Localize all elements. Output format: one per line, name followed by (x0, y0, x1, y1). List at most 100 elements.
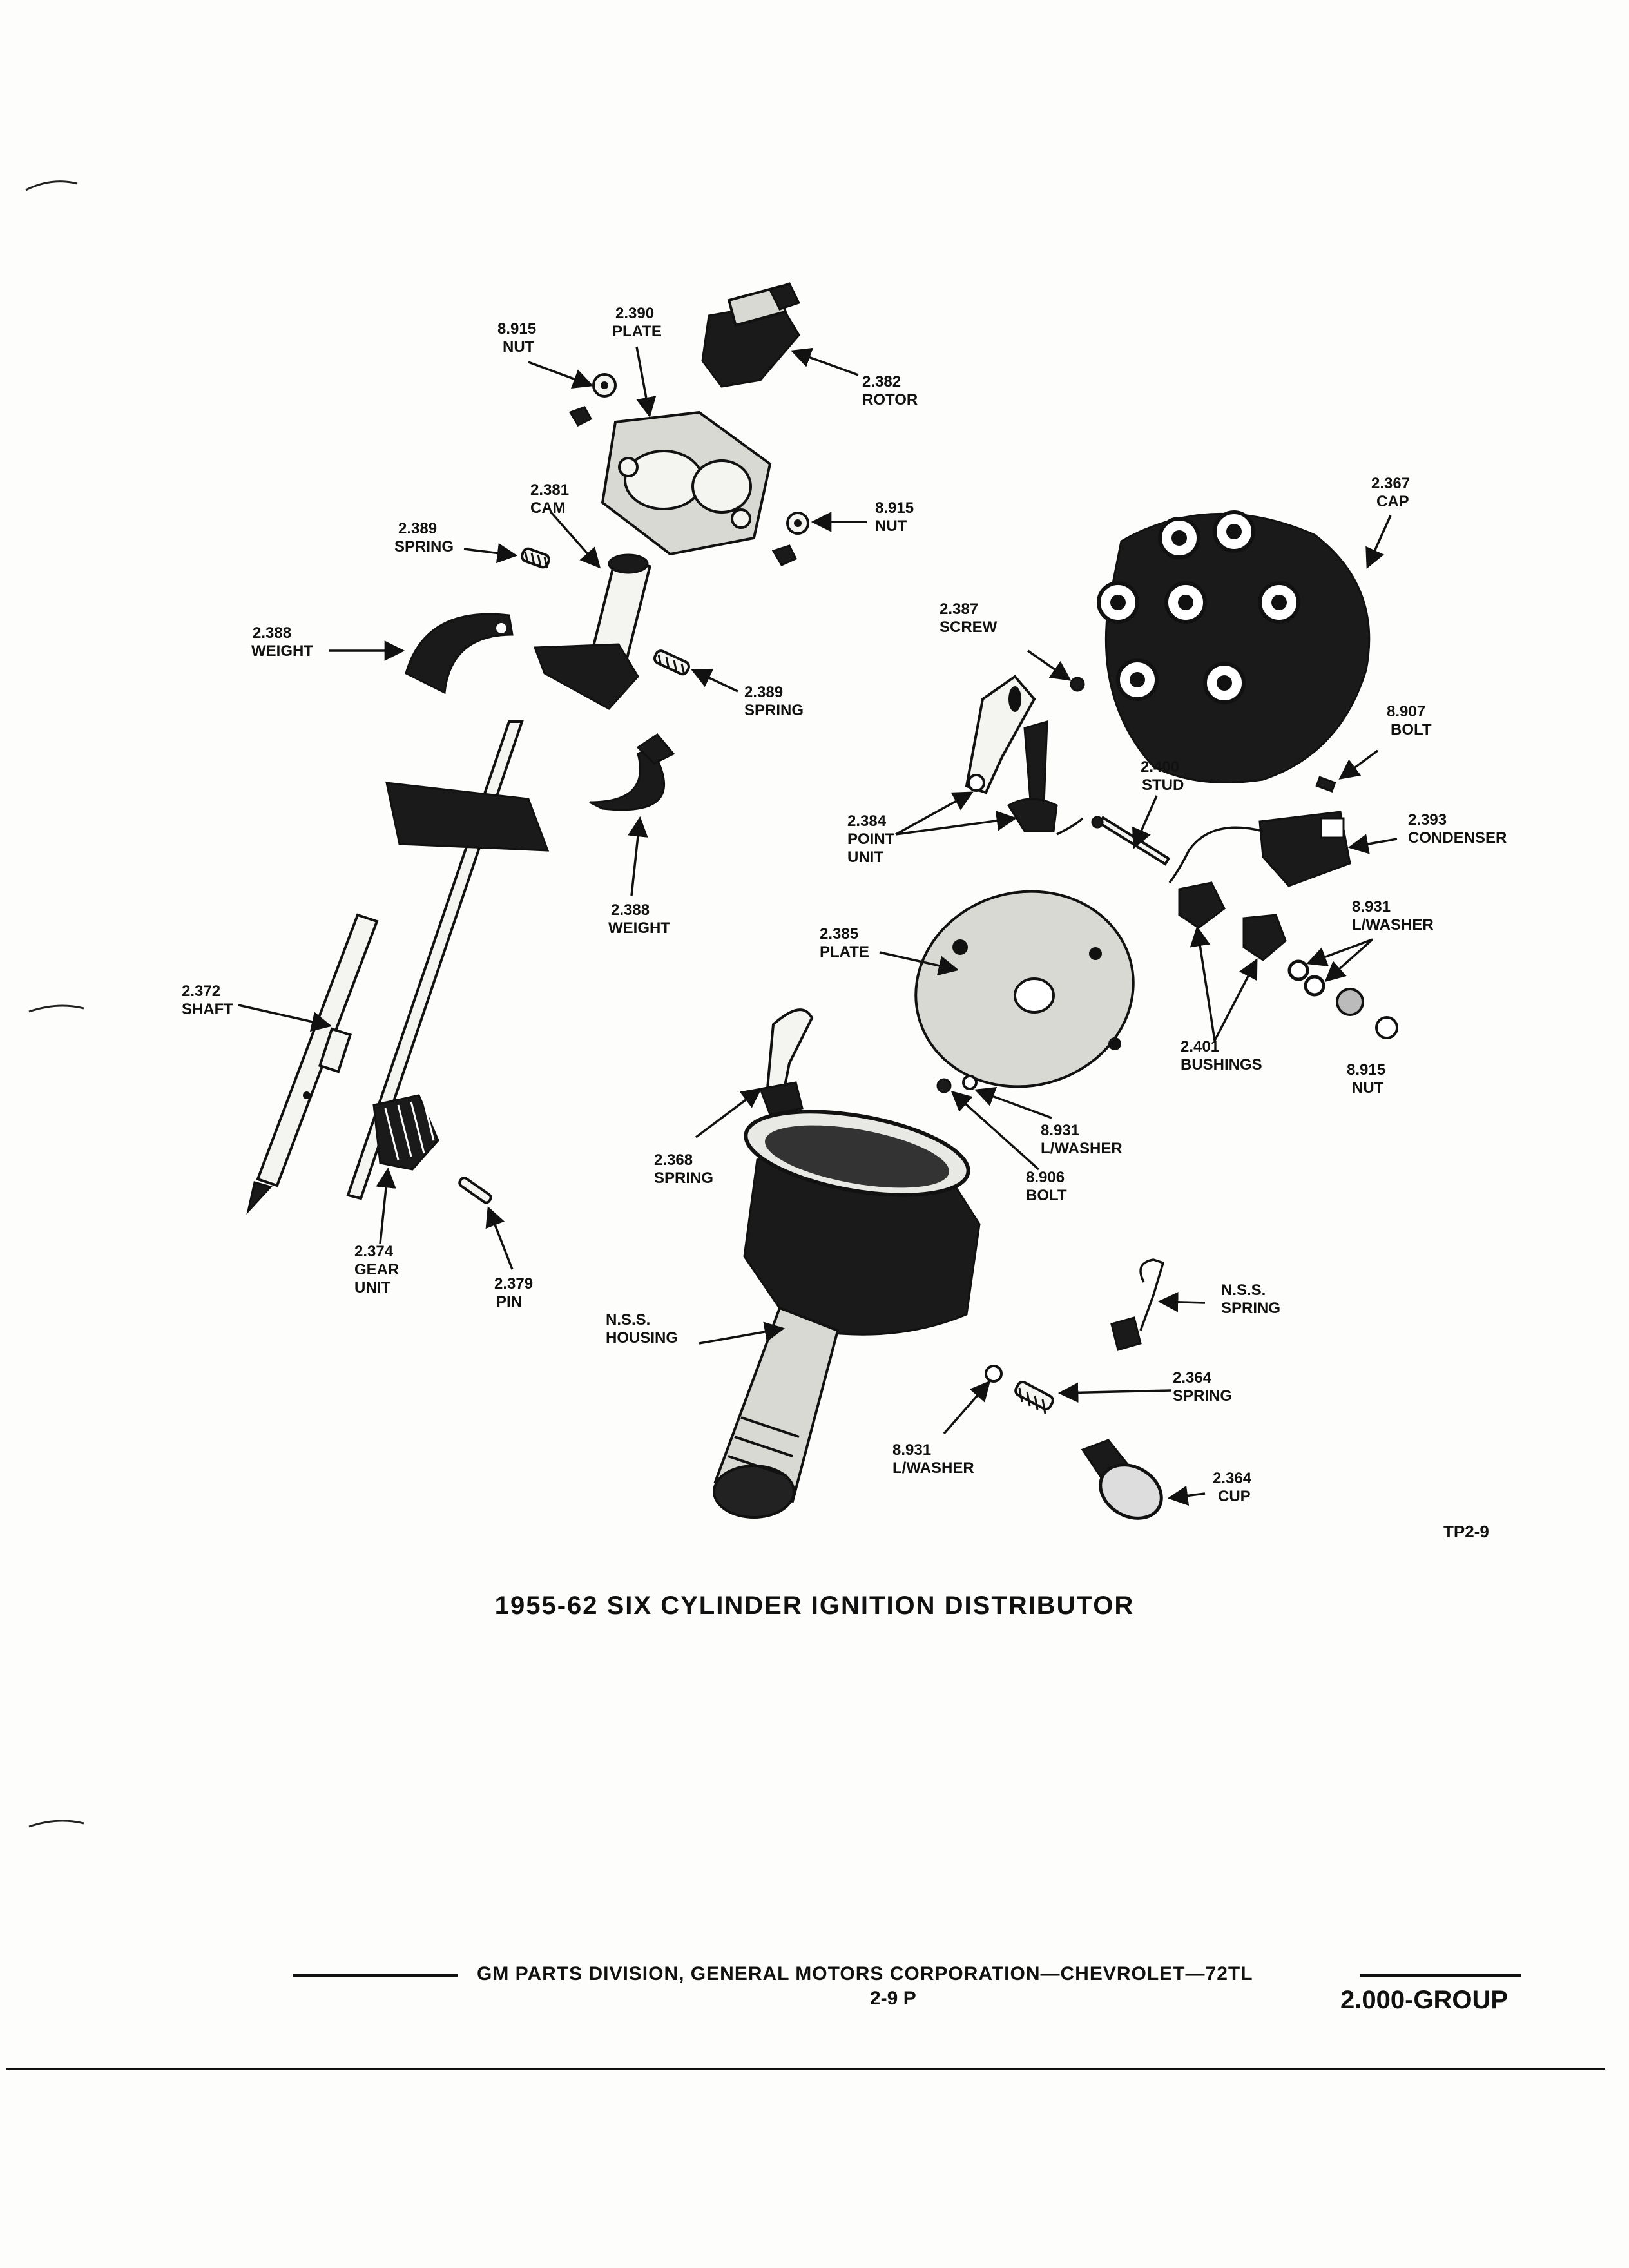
label-shaft: 2.372 SHAFT (182, 983, 233, 1018)
footer-division: GM PARTS DIVISION, GENERAL MOTORS CORPOR… (477, 1963, 1253, 1984)
svg-text:HOUSING: HOUSING (606, 1329, 678, 1347)
footer-rule-left (293, 1974, 458, 1977)
condenser-part (1168, 811, 1351, 887)
figure-title: 1955-62 SIX CYLINDER IGNITION DISTRIBUTO… (494, 1591, 1135, 1620)
svg-text:WEIGHT: WEIGHT (608, 919, 670, 937)
svg-text:BOLT: BOLT (1391, 721, 1432, 738)
label-washer-plate: 8.931 L/WASHER (1041, 1122, 1123, 1157)
label-cup: 2.364 CUP (1213, 1470, 1252, 1505)
label-point-unit: 2.384 POINT UNIT (847, 812, 895, 866)
svg-text:SPRING: SPRING (1221, 1300, 1280, 1317)
label-bushings: 2.401 BUSHINGS (1181, 1038, 1262, 1073)
svg-text:NUT: NUT (1352, 1079, 1384, 1097)
svg-text:SHAFT: SHAFT (182, 1001, 233, 1018)
svg-text:CUP: CUP (1218, 1488, 1251, 1505)
svg-text:2.364: 2.364 (1213, 1470, 1252, 1487)
label-nut-mid: 8.915 NUT (875, 499, 914, 535)
svg-text:L/WASHER: L/WASHER (1352, 916, 1434, 934)
svg-text:8.931: 8.931 (1352, 898, 1391, 916)
footer-group: 2.000-GROUP (1340, 1986, 1509, 2014)
svg-text:8.907: 8.907 (1387, 703, 1425, 720)
page-mark (28, 1820, 84, 1828)
gear-unit-part (372, 1094, 439, 1171)
svg-text:N.S.S.: N.S.S. (1221, 1282, 1266, 1299)
label-bolt-cond: 8.907 BOLT (1387, 703, 1432, 738)
svg-text:2.381: 2.381 (530, 481, 569, 499)
svg-text:SPRING: SPRING (744, 702, 804, 719)
svg-text:CAP: CAP (1376, 493, 1409, 510)
shaft-part (246, 720, 550, 1215)
svg-text:PLATE: PLATE (612, 323, 662, 340)
svg-text:8.915: 8.915 (1347, 1061, 1385, 1079)
svg-text:CAM: CAM (530, 499, 566, 517)
svg-text:BUSHINGS: BUSHINGS (1181, 1056, 1262, 1073)
svg-text:2.389: 2.389 (398, 520, 437, 537)
bottom-rule (6, 2068, 1605, 2070)
svg-text:WEIGHT: WEIGHT (251, 642, 313, 660)
label-condenser: 2.393 CONDENSER (1408, 811, 1507, 847)
point-unit-part (965, 675, 1084, 836)
svg-text:UNIT: UNIT (354, 1279, 390, 1296)
nut-top-part (568, 373, 617, 427)
label-pin: 2.379 PIN (494, 1275, 533, 1311)
breaker-plate-part (914, 890, 1135, 1088)
svg-text:2.367: 2.367 (1371, 475, 1410, 492)
label-spring-364: 2.364 SPRING (1173, 1369, 1232, 1405)
label-weight-left: 2.388 WEIGHT (251, 624, 313, 660)
label-bolt-plate: 8.906 BOLT (1026, 1169, 1067, 1204)
svg-text:POINT: POINT (847, 831, 895, 848)
label-nut-top: 8.915 NUT (497, 320, 536, 356)
figure-code: TP2-9 (1443, 1522, 1489, 1541)
svg-text:8.915: 8.915 (497, 320, 536, 338)
label-stud: 2.400 STUD (1141, 758, 1184, 794)
label-cam: 2.381 CAM (530, 481, 569, 517)
svg-text:L/WASHER: L/WASHER (892, 1459, 974, 1477)
svg-text:SPRING: SPRING (1173, 1387, 1232, 1405)
label-housing: N.S.S. HOUSING (606, 1311, 678, 1347)
cup-part (1081, 1439, 1163, 1520)
bushings-part (1178, 881, 1287, 961)
cam-part (533, 553, 651, 710)
washer-low-part (985, 1365, 1003, 1383)
spring-364-part (1014, 1381, 1054, 1414)
housing-part (713, 1110, 981, 1519)
svg-text:2.400: 2.400 (1141, 758, 1179, 776)
page-mark (28, 1004, 84, 1013)
svg-text:8.915: 8.915 (875, 499, 914, 517)
bolt-cond-part (1315, 776, 1336, 793)
weight-low-part (589, 733, 675, 811)
label-nut-right: 8.915 NUT (1347, 1061, 1385, 1097)
svg-text:8.931: 8.931 (1041, 1122, 1079, 1139)
svg-text:2.364: 2.364 (1173, 1369, 1212, 1387)
label-spring-cam: 2.389 SPRING (394, 520, 454, 555)
svg-text:SCREW: SCREW (940, 619, 998, 636)
stud-part (1091, 816, 1171, 866)
svg-text:2.382: 2.382 (862, 373, 901, 390)
label-washer-low: 8.931 L/WASHER (892, 1441, 974, 1477)
bolt-plate-part (936, 1075, 978, 1093)
label-spring-nss: N.S.S. SPRING (1221, 1282, 1280, 1317)
label-spring-right: 2.389 SPRING (744, 684, 804, 719)
washers-right-part (1287, 959, 1398, 1039)
advance-plate-part (601, 410, 772, 556)
spring-cam-part (521, 547, 550, 569)
svg-text:ROTOR: ROTOR (862, 391, 918, 408)
screw-part (1070, 677, 1085, 692)
svg-text:L/WASHER: L/WASHER (1041, 1140, 1123, 1157)
svg-text:SPRING: SPRING (654, 1169, 713, 1187)
svg-text:PLATE: PLATE (820, 943, 869, 961)
pin-part (458, 1177, 492, 1204)
nss-spring-part (1110, 1258, 1165, 1351)
svg-text:8.931: 8.931 (892, 1441, 931, 1459)
cap-part (1097, 510, 1371, 783)
svg-text:2.384: 2.384 (847, 812, 887, 830)
svg-text:2.379: 2.379 (494, 1275, 533, 1293)
label-cap: 2.367 CAP (1371, 475, 1410, 510)
label-rotor: 2.382 ROTOR (862, 373, 918, 408)
svg-text:UNIT: UNIT (847, 849, 883, 866)
footer-page-number: 2-9 P (870, 1988, 916, 2009)
svg-text:2.388: 2.388 (253, 624, 291, 642)
page-mark (25, 180, 78, 191)
svg-text:NUT: NUT (875, 517, 907, 535)
